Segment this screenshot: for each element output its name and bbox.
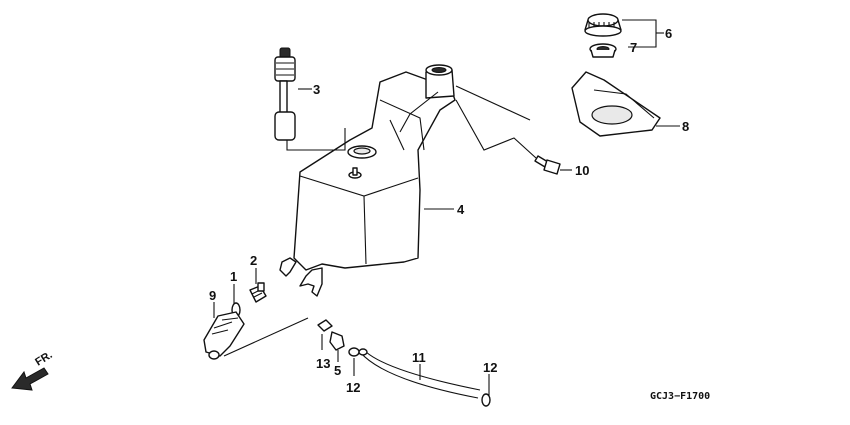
fuel-cap (584, 13, 622, 37)
callout-10: 10 (575, 163, 589, 178)
callout-9: 9 (209, 288, 216, 303)
fuel-cock (203, 311, 245, 360)
direction-label: FR. (33, 349, 54, 369)
callout-labels: 6 7 3 8 10 4 2 1 9 13 5 12 11 12 (209, 26, 689, 395)
drawing-code: GCJ3−F1700 (650, 391, 710, 402)
callout-8: 8 (682, 119, 689, 134)
fuel-tank (279, 64, 456, 297)
front-direction-indicator: FR. (11, 349, 55, 391)
callout-5: 5 (334, 363, 341, 378)
fuel-filter-fitting (249, 282, 267, 303)
callout-3: 3 (313, 82, 320, 97)
callout-1: 1 (230, 269, 237, 284)
callout-12a: 12 (346, 380, 360, 395)
hose-joint (329, 331, 345, 351)
callout-4: 4 (457, 202, 465, 217)
callout-2: 2 (250, 253, 257, 268)
bolt (534, 155, 561, 175)
callout-6: 6 (665, 26, 672, 41)
callout-13: 13 (316, 356, 330, 371)
hose-end-clip (481, 393, 491, 407)
callout-7: 7 (630, 40, 637, 55)
hose-clip-small (348, 347, 360, 357)
fuel-gauge-unit (274, 47, 296, 141)
callout-12b: 12 (483, 360, 497, 375)
hose-clip (317, 319, 333, 332)
filler-cover (571, 71, 661, 137)
fuel-hose (358, 348, 481, 399)
callout-11: 11 (412, 350, 426, 365)
cap-gasket (589, 43, 617, 58)
leader-lines (213, 19, 680, 396)
